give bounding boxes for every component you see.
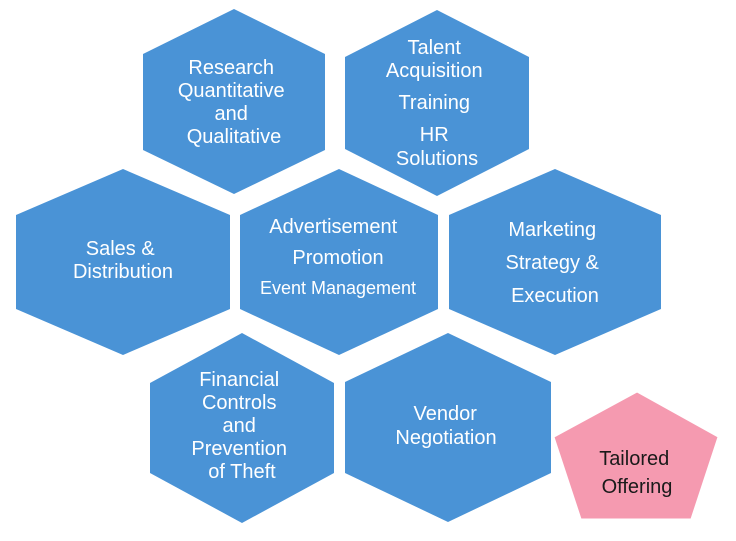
hexagon-financial: Financial Controls and Prevention of The… [150, 333, 334, 523]
talent-line-1: Talent [408, 37, 462, 59]
talent-line-3: Training [398, 92, 470, 114]
financial-line-4: Prevention [191, 438, 287, 460]
svg-text:Research Quantitative: Research Quantitative and Qualitative [178, 57, 290, 148]
svg-text:Advertisement Promotion: Advertisement Promotion [269, 216, 402, 269]
svg-text:Event Management: Event Management [260, 278, 416, 298]
vendor-line-2: Negotiation [395, 427, 496, 449]
talent-line-5: Solutions [396, 148, 478, 170]
marketing-line-3: Execution [511, 285, 599, 307]
svg-text:Sales & Distribution: Sales & Distribution [73, 238, 173, 283]
svg-text:Talent Acquisition: Talent Acquisition Training HR Solutions [386, 37, 488, 170]
talent-line-2: Acquisition [386, 60, 483, 82]
financial-line-3: and [223, 415, 256, 437]
tailored-line-2: Offering [602, 476, 673, 498]
svg-text:Financial Controls: Financial Controls and Prevention of The… [191, 369, 292, 483]
hexagon-sales: Sales & Distribution [16, 169, 230, 355]
financial-line-1: Financial [199, 369, 279, 391]
pentagon-tailored-offering: Tailored Offering [553, 391, 719, 520]
svg-text:Tailored Offering: Tailored Offering [599, 448, 675, 498]
tailored-line-1: Tailored [599, 448, 669, 470]
svg-text:Marketing Strategy &: Marketing Strategy & Execution [506, 219, 605, 307]
financial-line-2: Controls [202, 392, 276, 414]
research-line-4: Qualitative [187, 126, 282, 148]
advertising-line-1: Advertisement [269, 216, 397, 238]
svg-text:Vendor Negotiation: Vendor Negotiation [395, 403, 496, 449]
financial-line-5: of Theft [208, 461, 276, 483]
vendor-line-1: Vendor [414, 403, 478, 425]
hexagon-research: Research Quantitative and Qualitative [143, 9, 325, 194]
sales-line-1: Sales & [86, 238, 156, 260]
marketing-line-2: Strategy & [506, 252, 600, 274]
talent-line-4: HR [420, 124, 449, 146]
advertising-line-2: Promotion [292, 247, 383, 269]
hexagon-advertisement: Advertisement Promotion Event Management [240, 169, 438, 355]
hexagon-talent: Talent Acquisition Training HR Solutions [345, 10, 529, 196]
sales-line-2: Distribution [73, 261, 173, 283]
hexagon-vendor: Vendor Negotiation [345, 333, 551, 522]
research-line-1: Research [188, 57, 274, 79]
research-line-2: Quantitative [178, 80, 285, 102]
research-line-3: and [215, 103, 248, 125]
hexagon-marketing: Marketing Strategy & Execution [449, 169, 661, 355]
advertising-line-3: Event Management [260, 278, 416, 298]
marketing-line-1: Marketing [508, 219, 596, 241]
